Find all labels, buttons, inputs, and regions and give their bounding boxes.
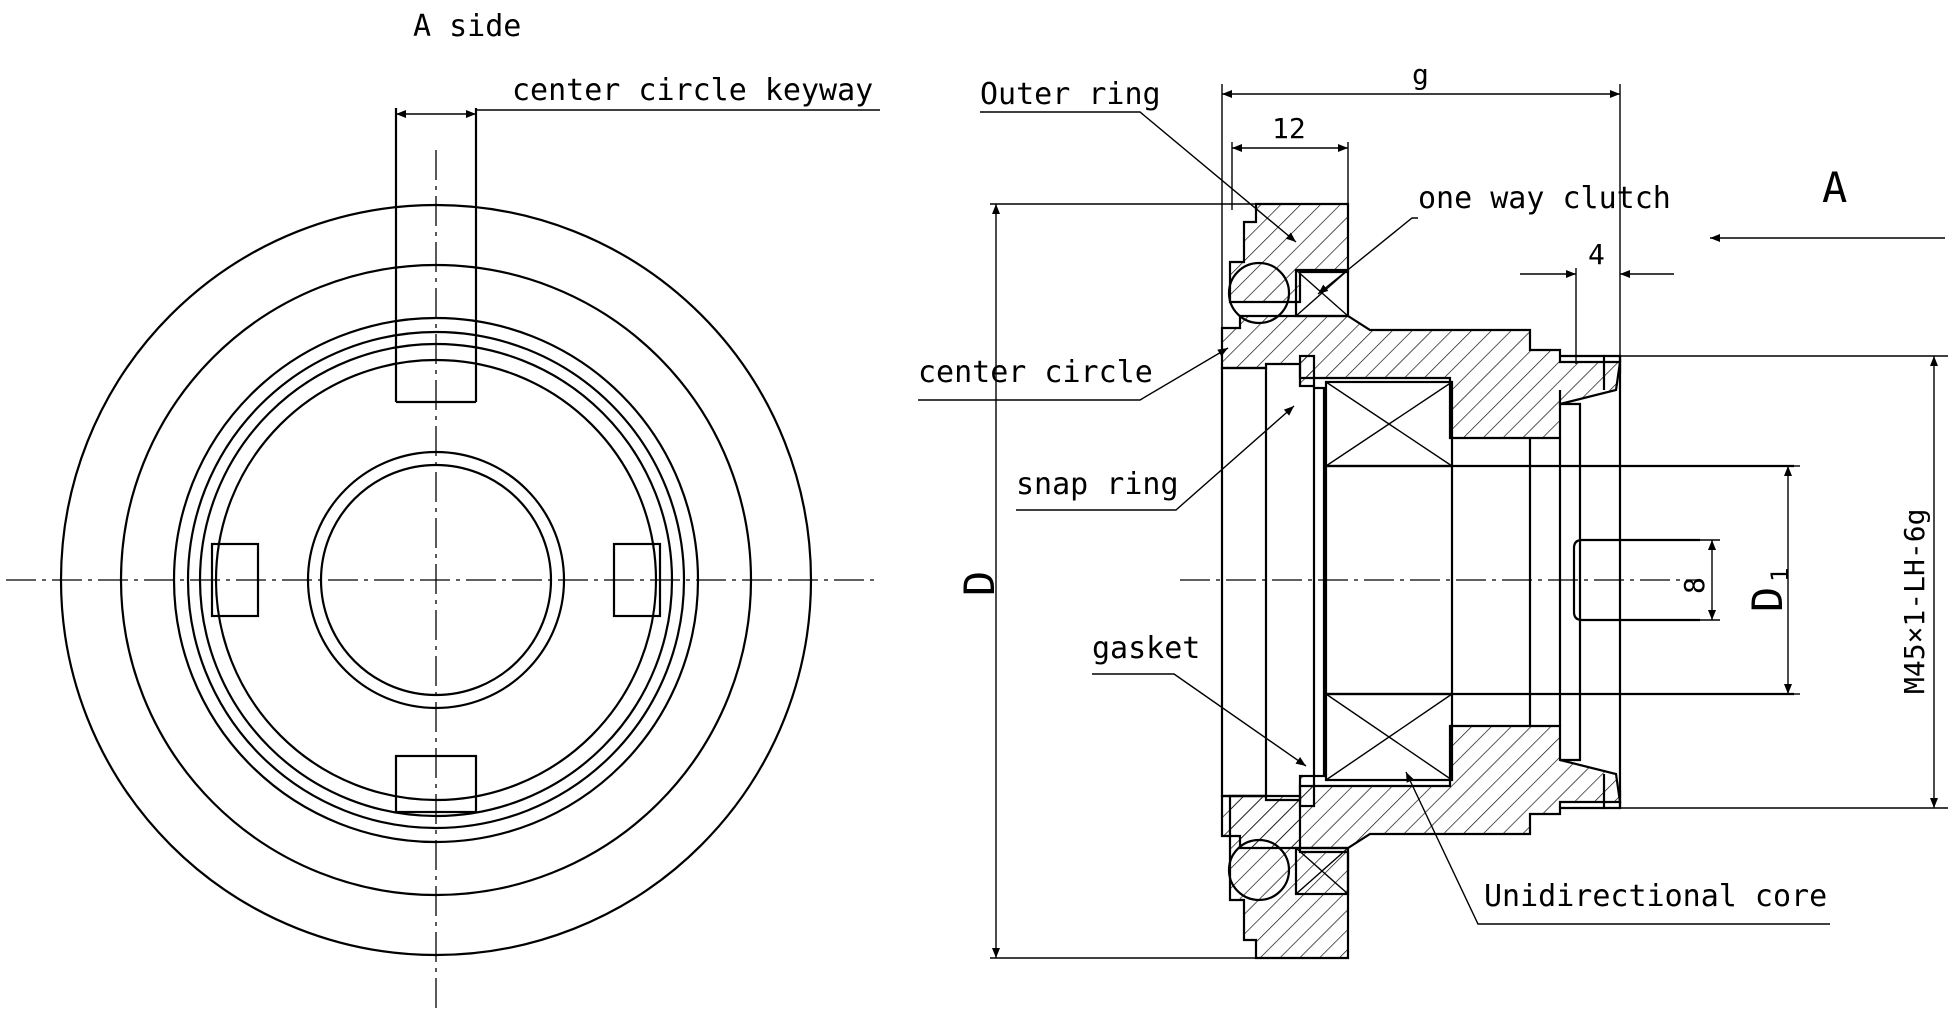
unidirectional-core-leader [1405, 771, 1830, 925]
dim4-label: 4 [1588, 238, 1605, 271]
core-bottom-x2 [1325, 693, 1453, 781]
D1-dimension-label: D 1 [1743, 568, 1794, 612]
D-dimension-label: D [955, 571, 1004, 596]
thread-dimension-label: M45×1-LH-6g [1898, 509, 1931, 694]
thread-relief [1558, 390, 1582, 762]
snap-ring-leader [1016, 405, 1295, 511]
gasket [1312, 386, 1326, 778]
clutch-bottom-x2 [1295, 847, 1349, 895]
front-view-title: A side [413, 9, 521, 44]
outer-ring-leader [980, 111, 1297, 243]
view-direction-label: A [1822, 163, 1847, 212]
center-circle-face [1220, 366, 1268, 798]
front-view: A side center circle keyway [6, 9, 880, 1010]
snap-ring-bottom [1298, 774, 1316, 808]
dim8-label: 8 [1678, 577, 1711, 594]
gasket-label: gasket [1092, 631, 1200, 666]
one-way-clutch-label: one way clutch [1418, 181, 1671, 216]
center-circle-housing-bottom [1220, 724, 1622, 850]
core-top-x2 [1325, 381, 1453, 467]
D1-main-text: D [1743, 587, 1792, 612]
D1-subscript: 1 [1766, 568, 1794, 582]
unidirectional-core-label: Unidirectional core [1484, 879, 1827, 914]
snap-ring-label: snap ring [1016, 467, 1179, 502]
center-circle-leader [918, 347, 1229, 401]
housing-circle-2 [186, 330, 686, 830]
center-circle-label: center circle [918, 355, 1153, 390]
g-dimension-label: g [1412, 58, 1429, 91]
center-circle-housing-top [1220, 314, 1622, 440]
snap-ring-top [1298, 354, 1316, 388]
outer-ring-label: Outer ring [980, 77, 1161, 112]
gasket-leader [1092, 673, 1307, 767]
dim12-label: 12 [1272, 112, 1306, 145]
one-way-clutch-leader [1317, 217, 1418, 295]
keyway-label: center circle keyway [512, 73, 873, 108]
section-view: g 12 4 D 8 D 1 M45×1-LH-6g [918, 58, 1948, 960]
